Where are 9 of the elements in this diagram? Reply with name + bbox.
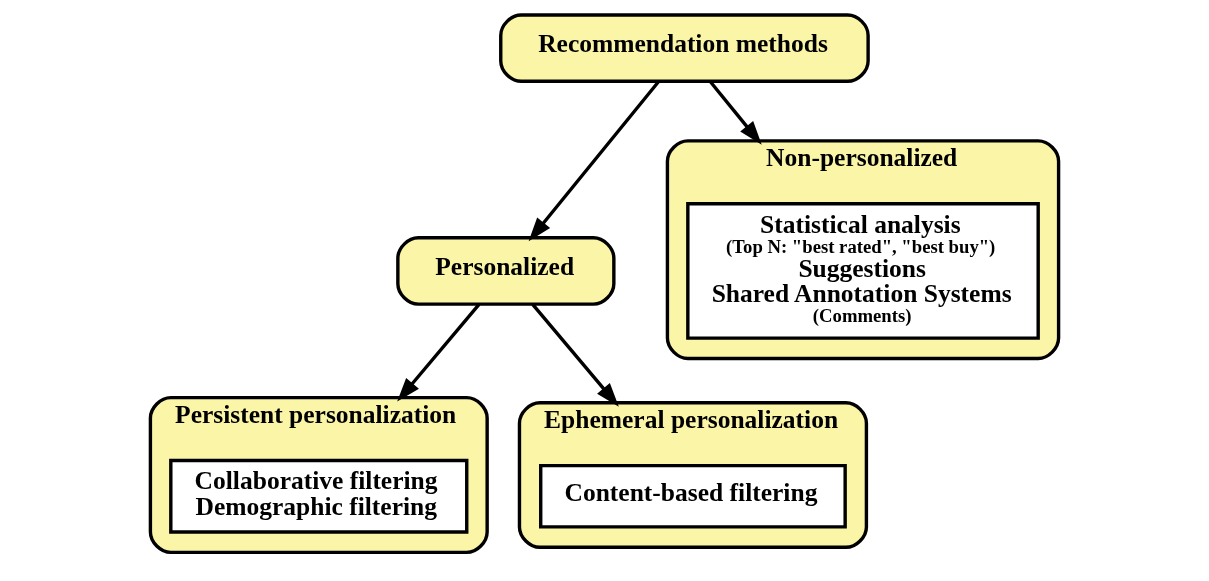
arrow	[528, 80, 660, 242]
node-box: Content-based filtering	[539, 463, 847, 529]
arrow	[531, 303, 619, 407]
arrow	[397, 303, 481, 402]
node-box: Personalized	[396, 236, 616, 306]
node-box: Statistical analysis (Top N: "best rated", "best buy") Suggestions Shared Annotation Systems (Comments)	[686, 202, 1040, 340]
node-box: Recommendation methods	[499, 13, 870, 83]
arrow	[709, 80, 762, 145]
node-box: Collaborative filtering Demographic filtering	[169, 458, 469, 534]
